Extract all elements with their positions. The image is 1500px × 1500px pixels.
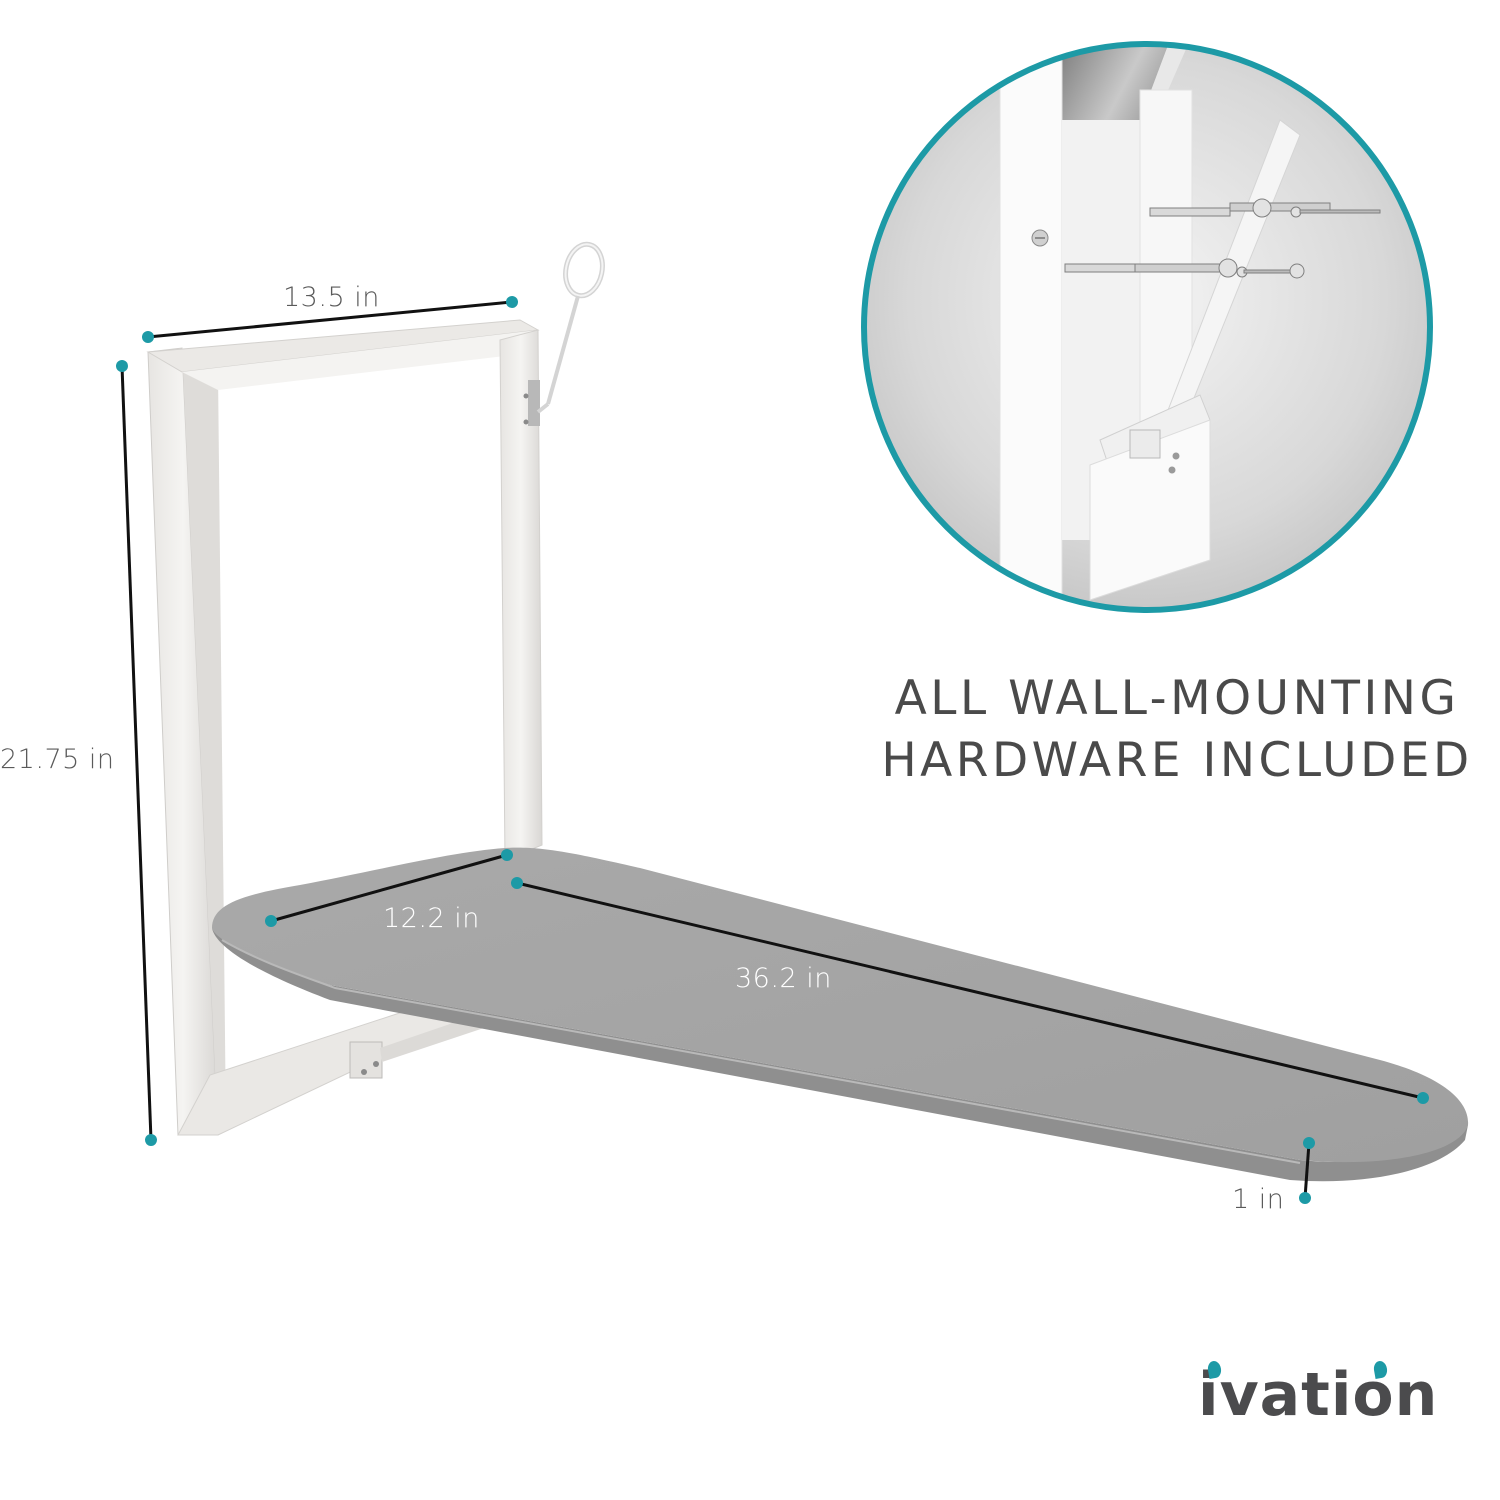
dim-line-frame-width (147, 300, 513, 339)
brand-wordmark: ivation (1198, 1360, 1439, 1430)
dim-line-frame-height (120, 365, 153, 1141)
dim-line-board-thickness (1303, 1142, 1311, 1199)
frame-width-label: 13.5 in (283, 282, 380, 313)
headline-line-2: HARDWARE INCLUDED (881, 733, 1473, 788)
ring-pull-handle (536, 241, 605, 414)
dimension-endpoints (116, 296, 1429, 1204)
hardware-included-headline: ALL WALL-MOUNTING HARDWARE INCLUDED (862, 668, 1492, 792)
frame-height-label: 21.75 in (0, 744, 115, 775)
wall-anchor-screw (1064, 258, 1305, 279)
ironing-board (212, 847, 1469, 1182)
dim-line-board-length (516, 881, 1424, 1100)
board-width-label: 12.2 in (383, 903, 480, 934)
headline-line-1: ALL WALL-MOUNTING (894, 671, 1460, 726)
board-length-label: 36.2 in (735, 963, 832, 994)
hardware-closeup-inset (861, 41, 1433, 613)
wall-anchor-screw (1149, 198, 1381, 218)
inset-border (861, 41, 1433, 613)
dimension-lines (120, 300, 1424, 1199)
dim-line-board-width (270, 853, 508, 923)
board-thickness-label: 1 in (1232, 1184, 1285, 1215)
wall-frame (146, 319, 543, 1136)
brand-logo: ivation (1198, 1355, 1468, 1435)
